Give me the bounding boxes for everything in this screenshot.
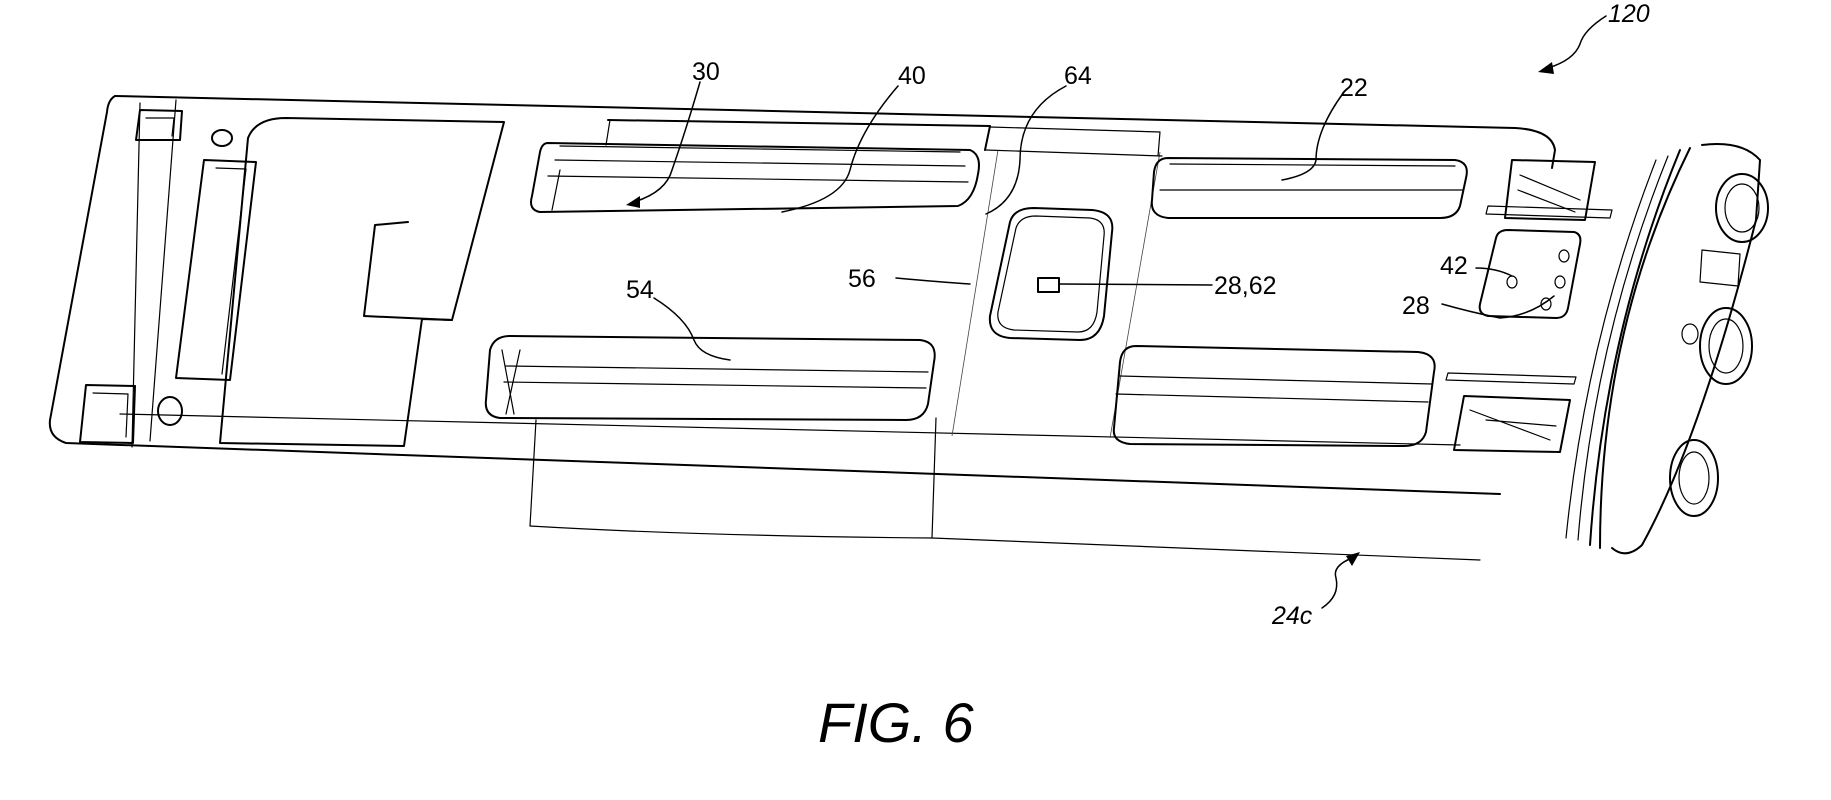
leader-54: [654, 298, 730, 360]
leader-28: [1442, 296, 1554, 318]
label-40: 40: [898, 62, 926, 90]
contact-plate: [1480, 230, 1581, 318]
vent-features: [1446, 160, 1612, 452]
leader-22: [1282, 92, 1344, 180]
arrowhead-24c: [1346, 552, 1360, 566]
leader-lines: [626, 16, 1606, 608]
label-30: 30: [692, 58, 720, 86]
upper-left-slot: [531, 120, 990, 212]
label-24c: 24c: [1271, 602, 1313, 630]
label-28-62: 28,62: [1214, 272, 1277, 300]
leader-30: [634, 82, 700, 202]
center-band: [952, 127, 1162, 438]
arrowhead-30: [626, 196, 640, 208]
label-54: 54: [626, 276, 654, 304]
label-64: 64: [1064, 62, 1092, 90]
upper-right-slot: [1152, 158, 1467, 218]
figure-caption: FIG. 6: [818, 691, 974, 754]
end-cap: [1566, 144, 1768, 553]
label-28: 28: [1402, 292, 1430, 320]
label-120: 120: [1608, 0, 1650, 28]
leader-42: [1476, 268, 1512, 276]
arrowhead-120: [1538, 62, 1554, 74]
leader-56: [896, 278, 970, 284]
label-22: 22: [1340, 74, 1368, 102]
label-42: 42: [1440, 252, 1468, 280]
lower-right-slot: [1114, 346, 1435, 446]
lower-left-slot: [486, 336, 935, 420]
leader-24c: [1322, 558, 1352, 608]
label-56: 56: [848, 265, 876, 293]
label-recess: [220, 118, 504, 446]
sensor-pad: [990, 208, 1113, 340]
left-end-features: [80, 110, 256, 443]
leader-2862: [1059, 284, 1212, 285]
leader-120: [1548, 16, 1606, 68]
